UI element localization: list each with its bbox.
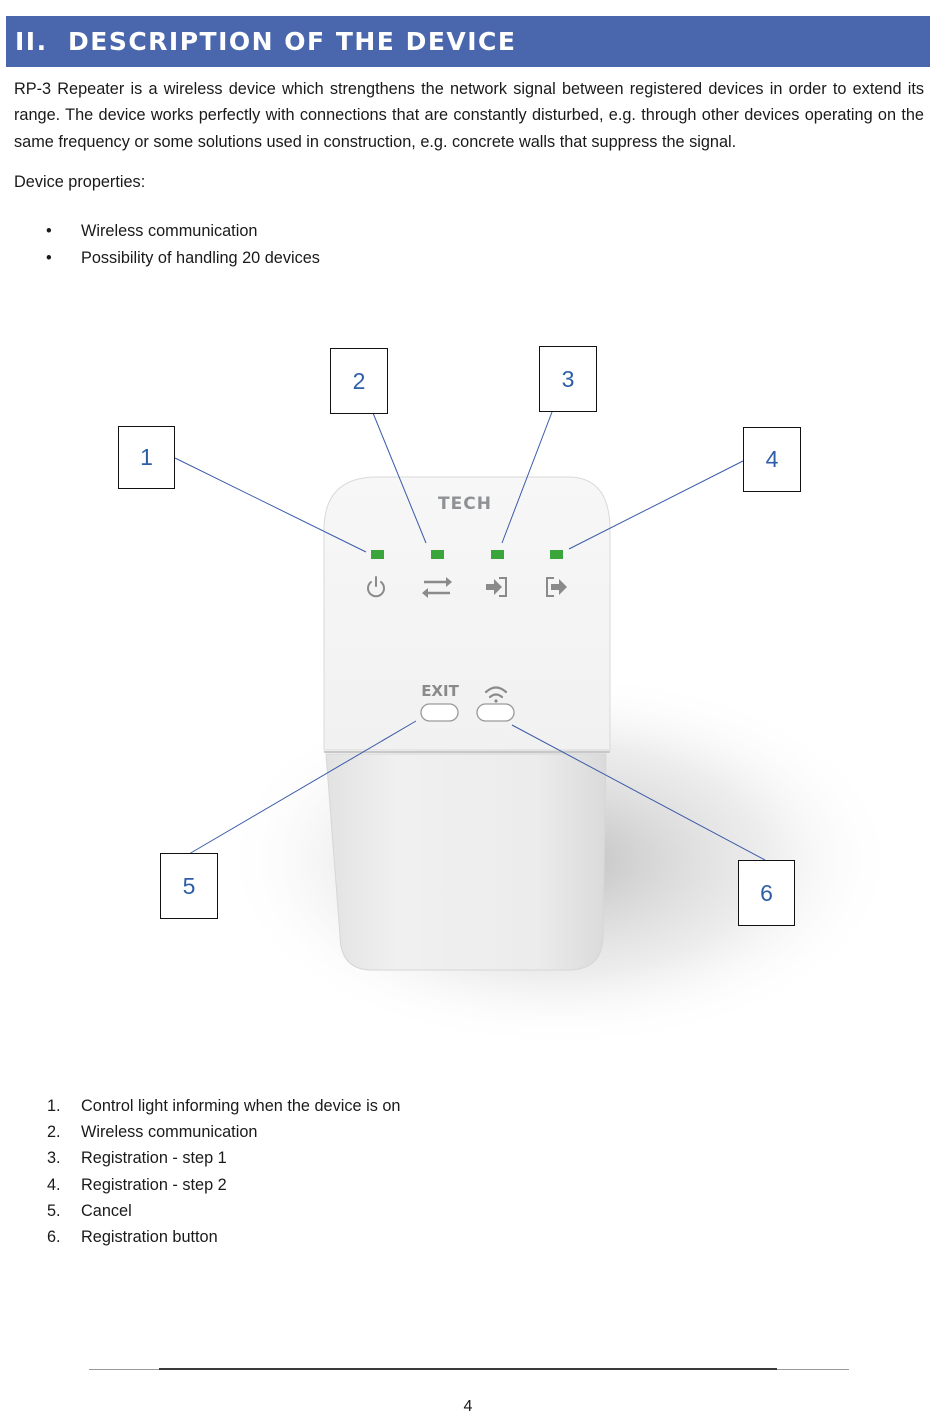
transfer-arrows-icon xyxy=(422,577,452,598)
section-title: DESCRIPTION OF THE DEVICE xyxy=(68,27,517,56)
leader-lines xyxy=(174,411,766,861)
legend-list: 1. Control light informing when the devic… xyxy=(0,1093,400,1250)
legend-text: Control light informing when the device … xyxy=(81,1097,401,1115)
brand-logo: TECH xyxy=(438,494,492,514)
power-icon xyxy=(367,576,385,598)
leader-line-2 xyxy=(372,412,427,544)
exit-button[interactable] xyxy=(420,703,459,722)
legend-text: Wireless communication xyxy=(81,1123,258,1142)
list-item: • Possibility of handling 20 devices xyxy=(0,245,320,272)
callout-3: 3 xyxy=(539,346,597,412)
callout-2: 2 xyxy=(330,348,388,414)
leader-line-4 xyxy=(568,460,744,550)
legend-text: Registration - step 1 xyxy=(81,1149,227,1168)
list-item: 2. Wireless communication xyxy=(0,1119,400,1145)
legend-text: Cancel xyxy=(81,1201,132,1220)
legend-text: Registration - step 2 xyxy=(81,1175,227,1194)
footer-divider xyxy=(89,1368,849,1370)
legend-number: 1. xyxy=(47,1097,61,1115)
leader-line-3 xyxy=(501,411,553,544)
page-number: 4 xyxy=(463,1398,473,1415)
wireless-led xyxy=(431,550,444,559)
section-number: II. xyxy=(15,27,48,56)
legend-number: 2. xyxy=(47,1123,61,1142)
callout-1: 1 xyxy=(118,426,175,489)
list-item: 5. Cancel xyxy=(0,1198,400,1224)
intro-paragraph: RP-3 Repeater is a wireless device which… xyxy=(14,80,924,151)
registration-button[interactable] xyxy=(476,703,515,722)
properties-list: • Wireless communication • Possibility o… xyxy=(0,218,320,272)
leader-line-6 xyxy=(511,724,766,861)
list-item: 1. Control light informing when the devic… xyxy=(0,1093,400,1119)
wifi-icon xyxy=(484,686,508,703)
list-item: 6. Registration button xyxy=(0,1224,400,1250)
callout-4: 4 xyxy=(743,427,801,492)
legend-text: Registration button xyxy=(81,1227,218,1246)
legend-number: 6. xyxy=(47,1227,61,1246)
properties-title: Device properties: xyxy=(14,173,146,191)
footer-divider-accent xyxy=(159,1368,777,1370)
device-figure: TECH EXIT 1 2 3 4 5 6 xyxy=(0,330,950,1090)
list-item: • Wireless communication xyxy=(0,218,320,245)
exit-label: EXIT xyxy=(421,682,459,700)
callout-5: 5 xyxy=(160,853,218,919)
leader-line-5 xyxy=(188,720,417,855)
registration-step2-led xyxy=(550,550,563,559)
legend-number: 3. xyxy=(47,1149,61,1168)
device-front-panel xyxy=(323,476,611,751)
property-text: Possibility of handling 20 devices xyxy=(81,249,320,267)
power-led xyxy=(371,550,384,559)
section-header: II. DESCRIPTION OF THE DEVICE xyxy=(6,16,930,67)
bullet-icon: • xyxy=(46,222,52,240)
list-item: 4. Registration - step 2 xyxy=(0,1172,400,1198)
legend-number: 4. xyxy=(47,1175,61,1194)
login-icon xyxy=(486,577,507,597)
property-text: Wireless communication xyxy=(81,222,258,240)
bullet-icon: • xyxy=(46,249,52,267)
list-item: 3. Registration - step 1 xyxy=(0,1145,400,1171)
callout-6: 6 xyxy=(738,860,795,926)
legend-number: 5. xyxy=(47,1201,61,1220)
leader-line-1 xyxy=(174,457,367,553)
registration-step1-led xyxy=(491,550,504,559)
logout-icon xyxy=(546,577,567,597)
device-illustration xyxy=(174,411,900,1050)
device-lower-body xyxy=(325,753,607,971)
